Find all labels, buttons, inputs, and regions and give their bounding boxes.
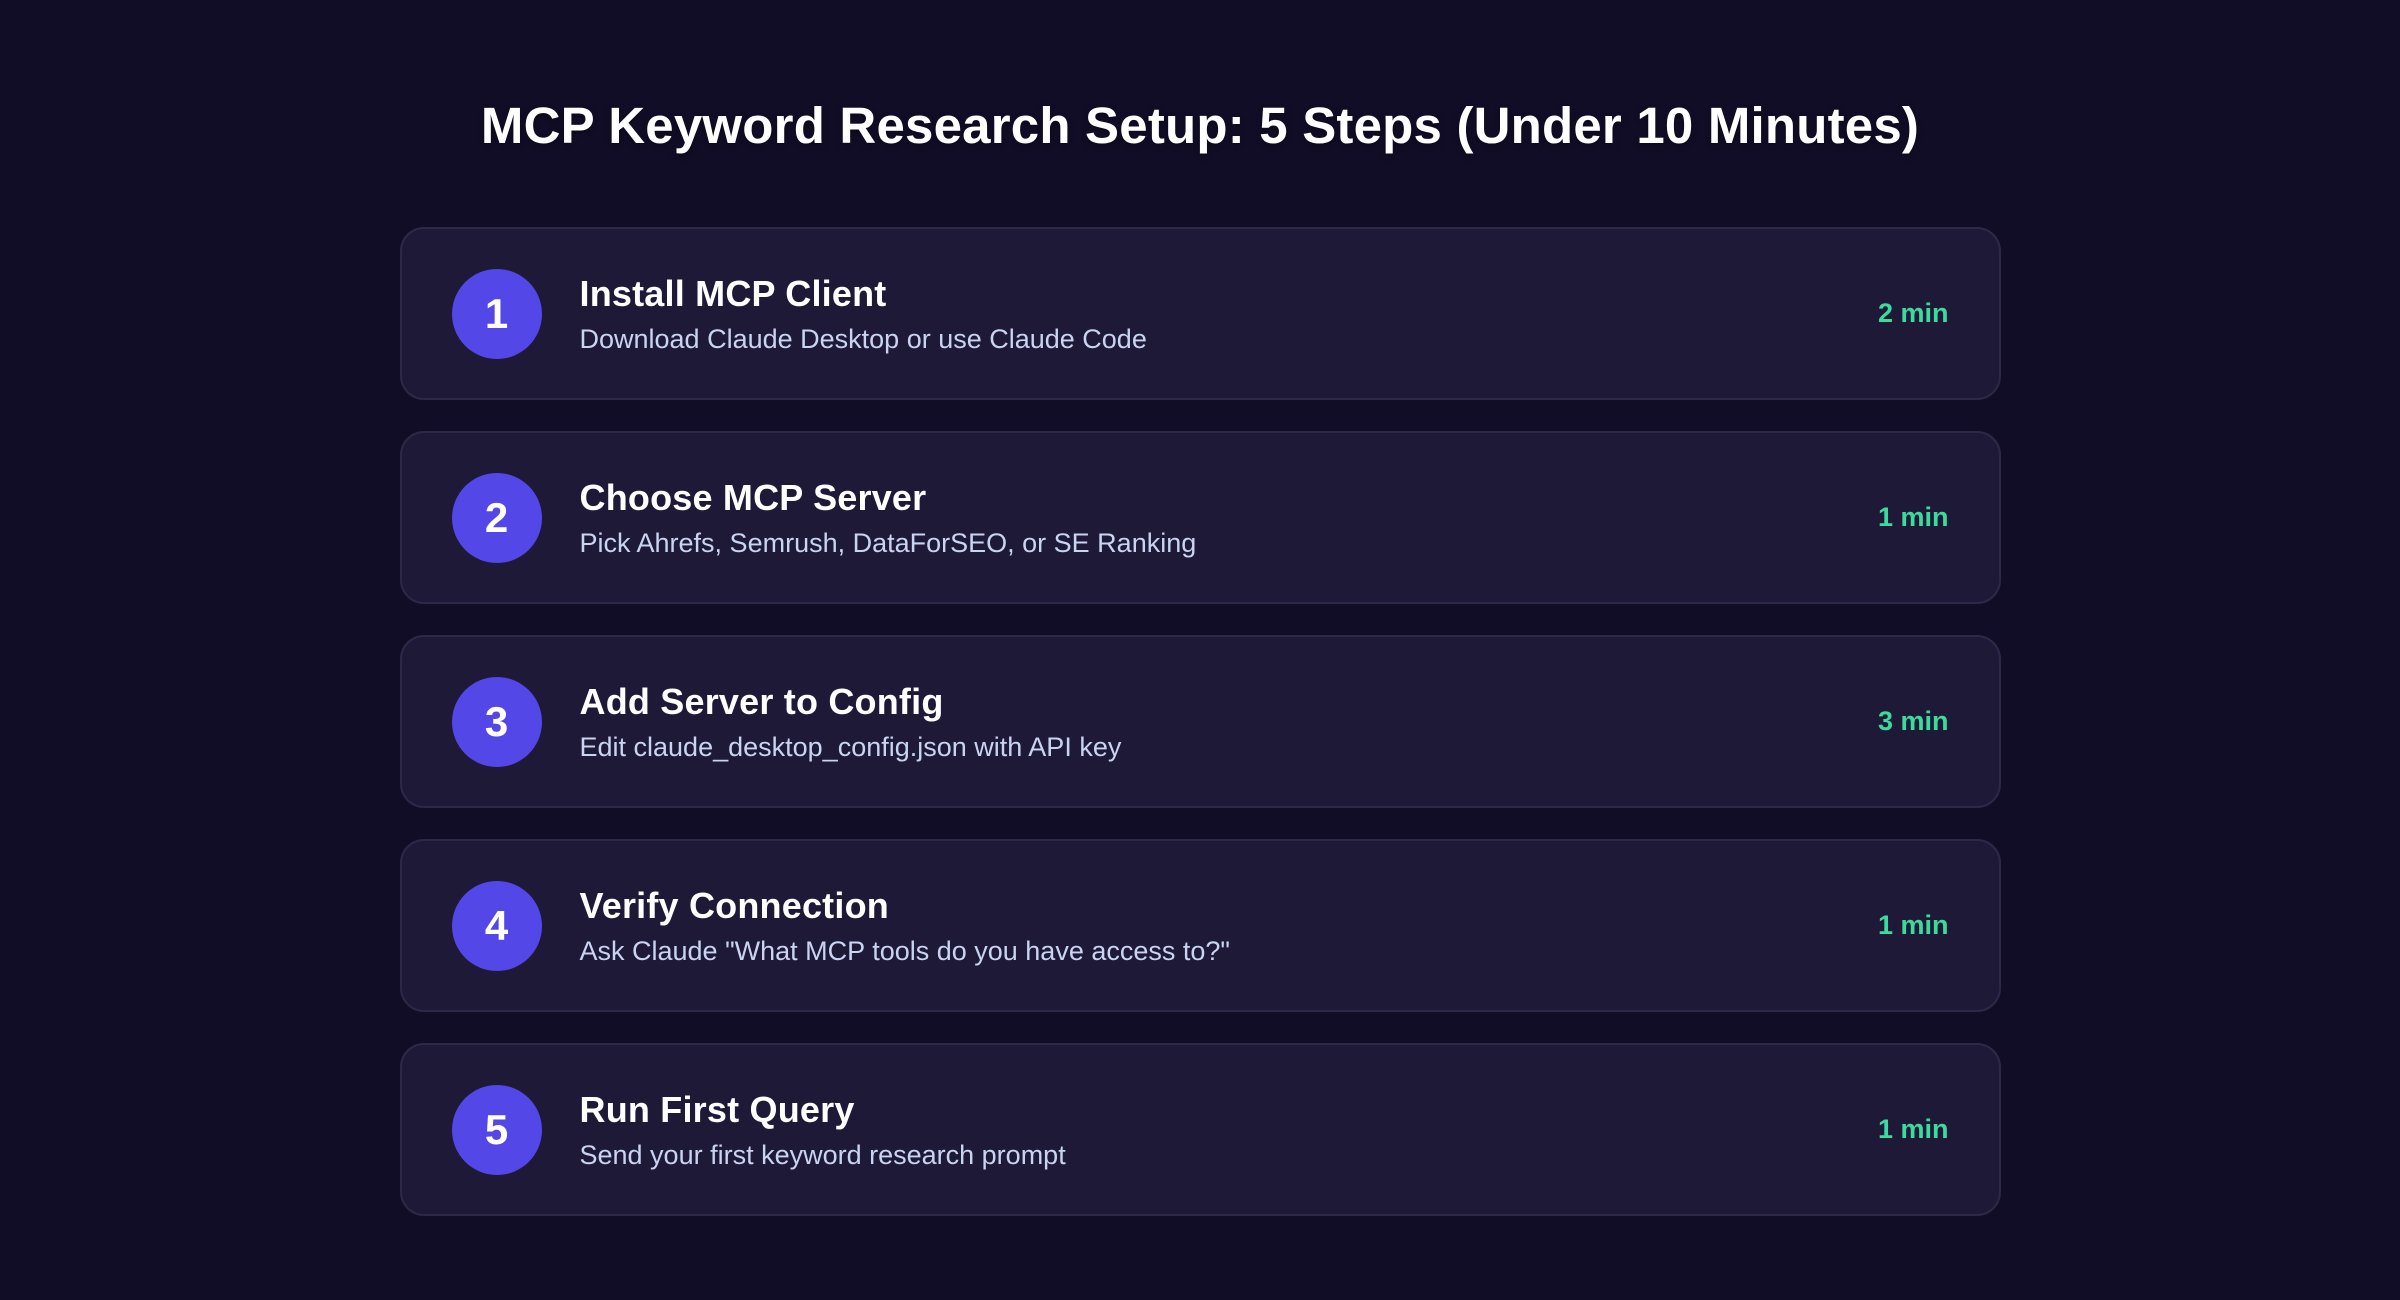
step-number: 2 — [484, 493, 509, 541]
step-number-badge: 1 — [451, 268, 542, 359]
step-number-badge: 4 — [451, 880, 542, 971]
step-number: 4 — [484, 901, 509, 949]
step-text-block: Choose MCP Server Pick Ahrefs, Semrush, … — [580, 477, 1197, 559]
step-number: 3 — [484, 697, 509, 745]
step-description: Ask Claude "What MCP tools do you have a… — [579, 935, 1231, 966]
step-title: Install MCP Client — [579, 272, 887, 314]
step-number-badge: 2 — [451, 472, 542, 563]
step-text-block: Run First Query Send your first keyword … — [580, 1089, 1066, 1171]
step-title: Run First Query — [579, 1088, 855, 1130]
step-number-badge: 3 — [451, 676, 542, 767]
step-time: 2 min — [1877, 298, 1949, 328]
step-title: Verify Connection — [579, 884, 889, 926]
step-description: Edit claude_desktop_config.json with API… — [579, 731, 1122, 762]
step-description: Pick Ahrefs, Semrush, DataForSEO, or SE … — [579, 527, 1197, 558]
page-title: MCP Keyword Research Setup: 5 Steps (Und… — [480, 97, 1920, 154]
step-time: 1 min — [1877, 910, 1949, 940]
step-card-3: 3 Add Server to Config Edit claude_deskt… — [399, 635, 2001, 808]
step-time: 1 min — [1877, 502, 1949, 532]
step-time: 3 min — [1877, 706, 1949, 736]
step-description: Send your first keyword research prompt — [579, 1139, 1066, 1170]
step-card-5: 5 Run First Query Send your first keywor… — [399, 1043, 2001, 1216]
step-text-block: Verify Connection Ask Claude "What MCP t… — [580, 885, 1231, 967]
step-card-1: 1 Install MCP Client Download Claude Des… — [399, 227, 2001, 400]
step-number: 5 — [484, 1105, 509, 1153]
step-text-block: Add Server to Config Edit claude_desktop… — [580, 681, 1122, 763]
step-text-block: Install MCP Client Download Claude Deskt… — [580, 273, 1147, 355]
step-card-4: 4 Verify Connection Ask Claude "What MCP… — [399, 839, 2001, 1012]
steps-list: 1 Install MCP Client Download Claude Des… — [399, 227, 2001, 1216]
step-number-badge: 5 — [451, 1084, 542, 1175]
step-time: 1 min — [1877, 1114, 1949, 1144]
step-number: 1 — [484, 289, 509, 337]
step-description: Download Claude Desktop or use Claude Co… — [579, 323, 1147, 354]
step-title: Choose MCP Server — [579, 476, 927, 518]
step-card-2: 2 Choose MCP Server Pick Ahrefs, Semrush… — [399, 431, 2001, 604]
step-title: Add Server to Config — [579, 680, 944, 722]
